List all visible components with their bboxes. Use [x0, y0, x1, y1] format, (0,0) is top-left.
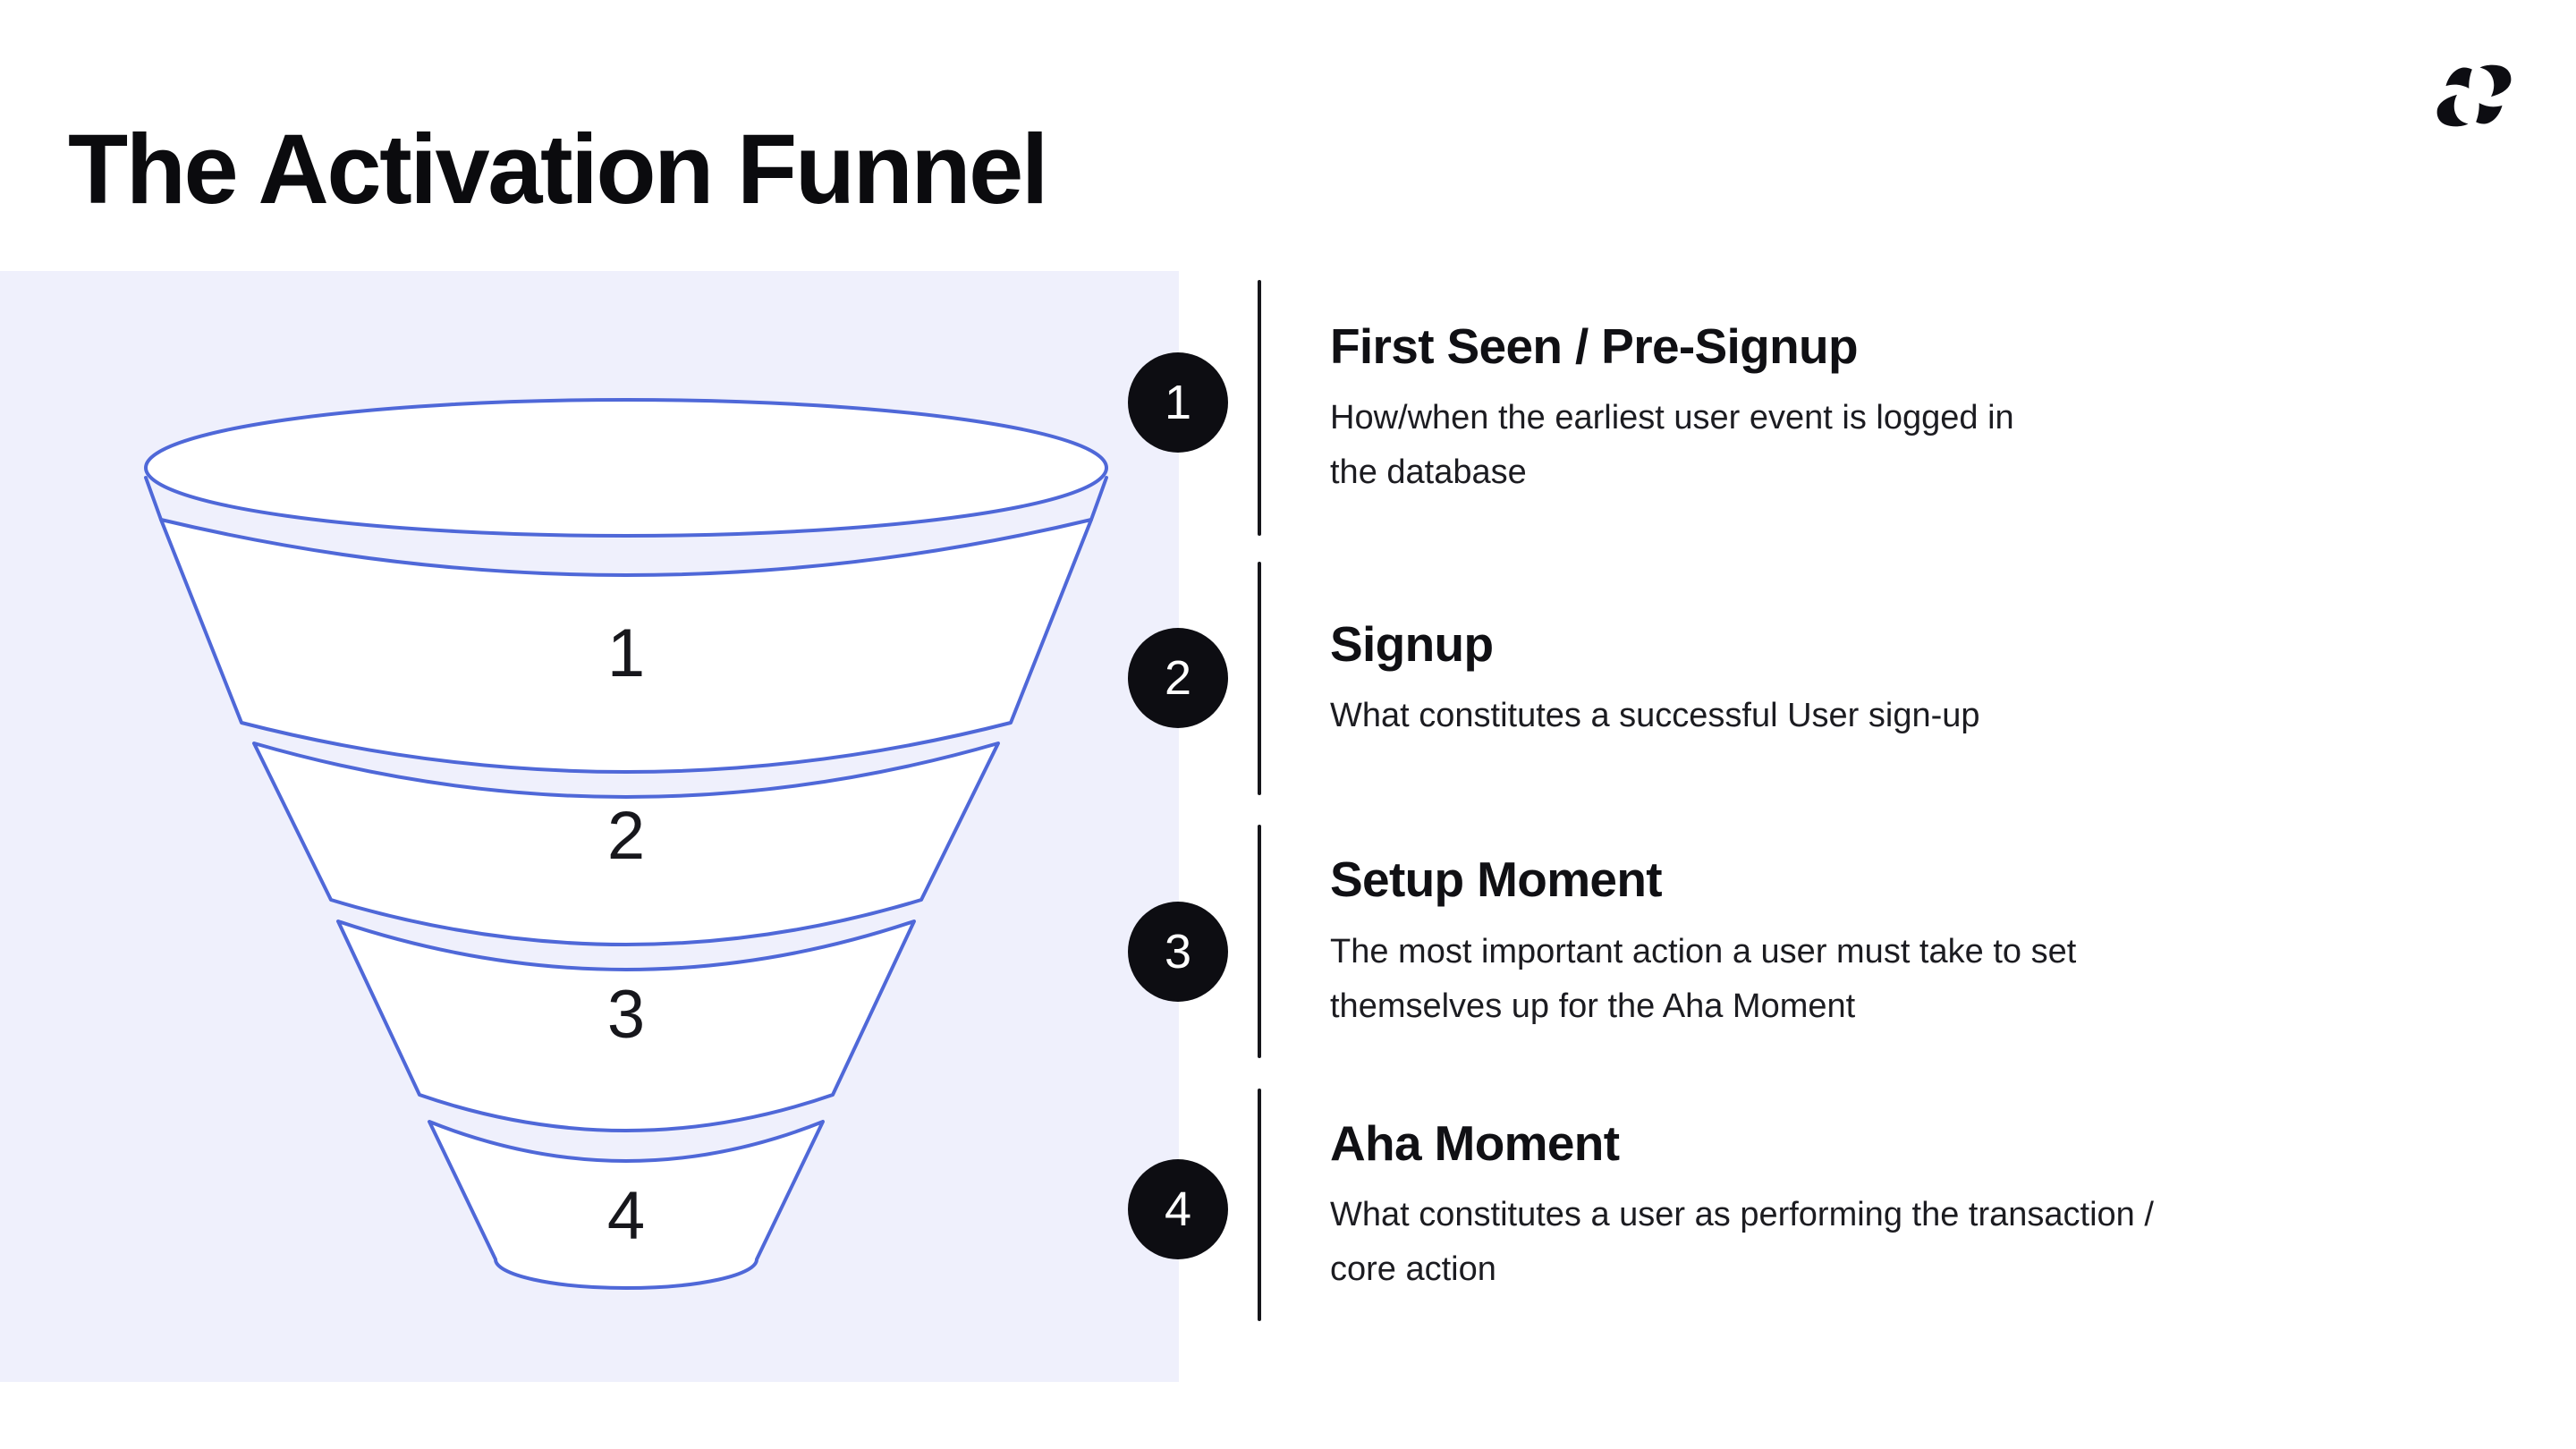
step-badge-1: 1	[1128, 352, 1228, 453]
step-badge-4: 4	[1128, 1159, 1228, 1259]
step-description: How/when the earliest user event is logg…	[1330, 391, 2529, 500]
funnel-section-4	[428, 1120, 825, 1290]
step-item-setup-moment: Setup Moment The most important action a…	[1330, 825, 2529, 1058]
funnel-rim-left	[144, 476, 163, 521]
step-description-line: the database	[1330, 453, 1527, 492]
step-divider-3	[1258, 825, 1261, 1058]
step-description-line: themselves up for the Aha Moment	[1330, 987, 1856, 1025]
step-divider-4	[1258, 1089, 1261, 1321]
funnel-stage-label-4: 4	[606, 1178, 646, 1254]
funnel-stage-label-2: 2	[606, 798, 646, 874]
brand-logo-icon	[2436, 64, 2512, 127]
step-description-line: What constitutes a user as performing th…	[1330, 1196, 2154, 1234]
step-item-aha-moment: Aha Moment What constitutes a user as pe…	[1330, 1089, 2529, 1321]
step-divider-1	[1258, 280, 1261, 536]
step-description-line: The most important action a user must ta…	[1330, 932, 2077, 970]
step-description-line: core action	[1330, 1250, 1496, 1289]
step-item-signup: Signup What constitutes a successful Use…	[1330, 562, 2529, 795]
funnel-stage-label-3: 3	[606, 977, 646, 1053]
step-badge-1-number: 1	[1164, 376, 1192, 429]
step-description: The most important action a user must ta…	[1330, 925, 2529, 1034]
step-badge-3-number: 3	[1164, 925, 1192, 979]
step-badge-2: 2	[1128, 628, 1228, 728]
step-description: What constitutes a successful User sign-…	[1330, 689, 2529, 743]
step-title: Setup Moment	[1330, 852, 1663, 908]
step-item-first-seen: First Seen / Pre-Signup How/when the ear…	[1330, 280, 2529, 536]
funnel-panel: 1 2 3 4	[0, 271, 1179, 1382]
brand-logo-mark	[2436, 64, 2512, 127]
page-title: The Activation Funnel	[68, 114, 1048, 225]
funnel-opening	[144, 398, 1108, 538]
funnel-section-2	[252, 741, 1000, 946]
step-badge-3: 3	[1128, 902, 1228, 1002]
step-title: First Seen / Pre-Signup	[1330, 318, 1859, 374]
funnel-rim-right	[1089, 476, 1108, 521]
funnel-stage-label-1: 1	[606, 615, 646, 691]
step-title: Aha Moment	[1330, 1114, 1620, 1171]
step-title: Signup	[1330, 615, 1494, 672]
funnel-section-3	[336, 919, 916, 1132]
step-badge-4-number: 4	[1164, 1182, 1192, 1236]
step-description: What constitutes a user as performing th…	[1330, 1188, 2529, 1297]
step-description-line: What constitutes a successful User sign-…	[1330, 697, 1980, 735]
step-badge-2-number: 2	[1164, 651, 1192, 705]
step-description-line: How/when the earliest user event is logg…	[1330, 399, 2014, 437]
step-divider-2	[1258, 562, 1261, 795]
funnel-illustration	[144, 398, 1108, 1290]
